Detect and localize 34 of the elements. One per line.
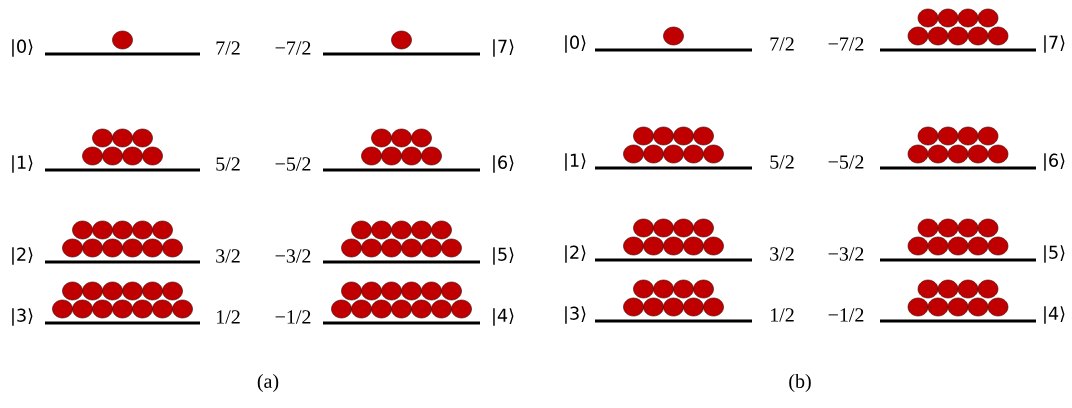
spin-label: 1/2 — [771, 308, 794, 322]
spin-label: −1/2 — [275, 310, 311, 324]
state-label: |4⟩ — [1044, 306, 1065, 324]
spin-label: 5/2 — [216, 157, 240, 171]
spin-label: −7/2 — [275, 41, 311, 55]
panel-label: (a) — [257, 373, 279, 393]
state-label: |6⟩ — [493, 155, 514, 173]
spin-label: 3/2 — [216, 249, 240, 263]
spin-label: 3/2 — [770, 247, 794, 261]
state-label: |0⟩ — [12, 39, 33, 57]
state-label: |2⟩ — [12, 247, 33, 265]
state-label: |1⟩ — [12, 155, 33, 173]
spin-label: −3/2 — [275, 249, 311, 263]
state-label: |5⟩ — [1044, 245, 1065, 263]
spin-label: −5/2 — [828, 155, 864, 169]
panel-label: (b) — [789, 373, 811, 393]
state-label: |0⟩ — [565, 35, 586, 53]
spin-label: −5/2 — [275, 157, 311, 171]
state-label: |3⟩ — [565, 306, 586, 324]
spin-label: −1/2 — [828, 308, 864, 322]
spin-label: −3/2 — [828, 247, 864, 261]
spin-label: 1/2 — [217, 310, 240, 324]
state-label: |4⟩ — [493, 308, 514, 326]
state-label: |5⟩ — [493, 247, 514, 265]
state-label: |2⟩ — [565, 245, 586, 263]
spin-label: 7/2 — [770, 37, 794, 51]
spin-label: 5/2 — [770, 155, 794, 169]
state-label: |6⟩ — [1044, 153, 1065, 171]
state-label: |7⟩ — [1044, 35, 1065, 53]
spin-label: 7/2 — [216, 41, 240, 55]
state-label: |1⟩ — [565, 153, 586, 171]
state-label: |7⟩ — [493, 39, 514, 57]
spin-label: −7/2 — [828, 37, 864, 51]
state-label: |3⟩ — [12, 308, 33, 326]
